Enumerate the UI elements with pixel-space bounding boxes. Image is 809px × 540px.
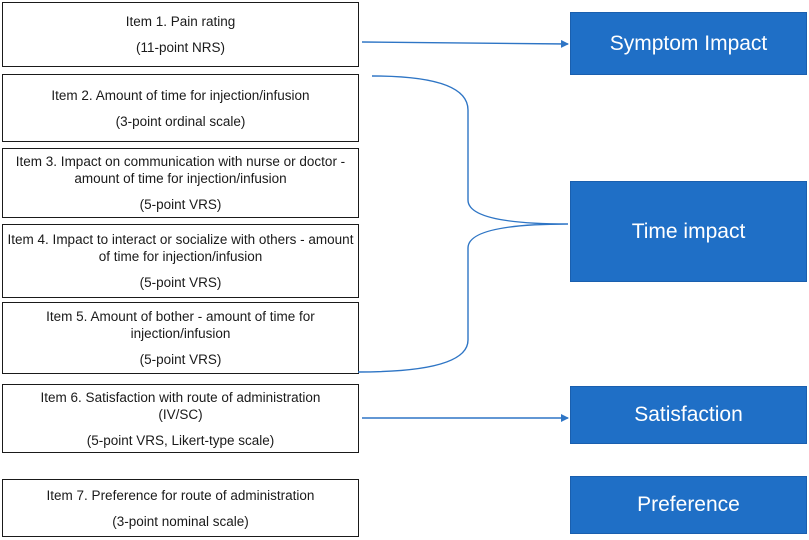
item-2-title: Item 2. Amount of time for injection/inf… [51,87,310,103]
item-4-scale: (5-point VRS) [139,275,222,290]
item-6-title: Item 6. Satisfaction with route of admin… [40,389,321,422]
arrow-item1-to-symptom-impact [361,39,569,48]
item-6-box: Item 6. Satisfaction with route of admin… [2,384,359,453]
item-2-scale: (3-point ordinal scale) [115,113,246,129]
domain-symptom-impact: Symptom Impact [570,12,807,75]
item-7-box: Item 7. Preference for route of administ… [2,479,359,537]
item-7-scale: (3-point nominal scale) [112,513,249,529]
domain-time-impact: Time impact [570,181,807,282]
item-3-scale: (5-point VRS) [139,197,222,212]
item-1-scale: (11-point NRS) [135,40,226,55]
item-7-title: Item 7. Preference for route of administ… [46,487,315,503]
item-5-scale: (5-point VRS) [139,352,222,367]
item-5-title: Item 5. Amount of bother - amount of tim… [46,309,315,341]
item-3-box: Item 3. Impact on communication with nur… [2,148,359,218]
item-5-box: Item 5. Amount of bother - amount of tim… [2,302,359,374]
item-3-title: Item 3. Impact on communication with nur… [15,154,346,186]
item-4-box: Item 4. Impact to interact or socialize … [2,224,359,298]
brace-items2to5-to-time-impact [357,75,569,373]
domain-preference: Preference [570,476,807,534]
item-2-box: Item 2. Amount of time for injection/inf… [2,74,359,142]
domain-satisfaction: Satisfaction [570,386,807,444]
item-6-scale: (5-point VRS, Likert-type scale) [86,432,275,448]
item-4-title: Item 4. Impact to interact or socialize … [7,232,354,264]
item-1-box: Item 1. Pain rating (11-point NRS) [2,2,359,67]
item-1-title: Item 1. Pain rating [125,14,236,29]
